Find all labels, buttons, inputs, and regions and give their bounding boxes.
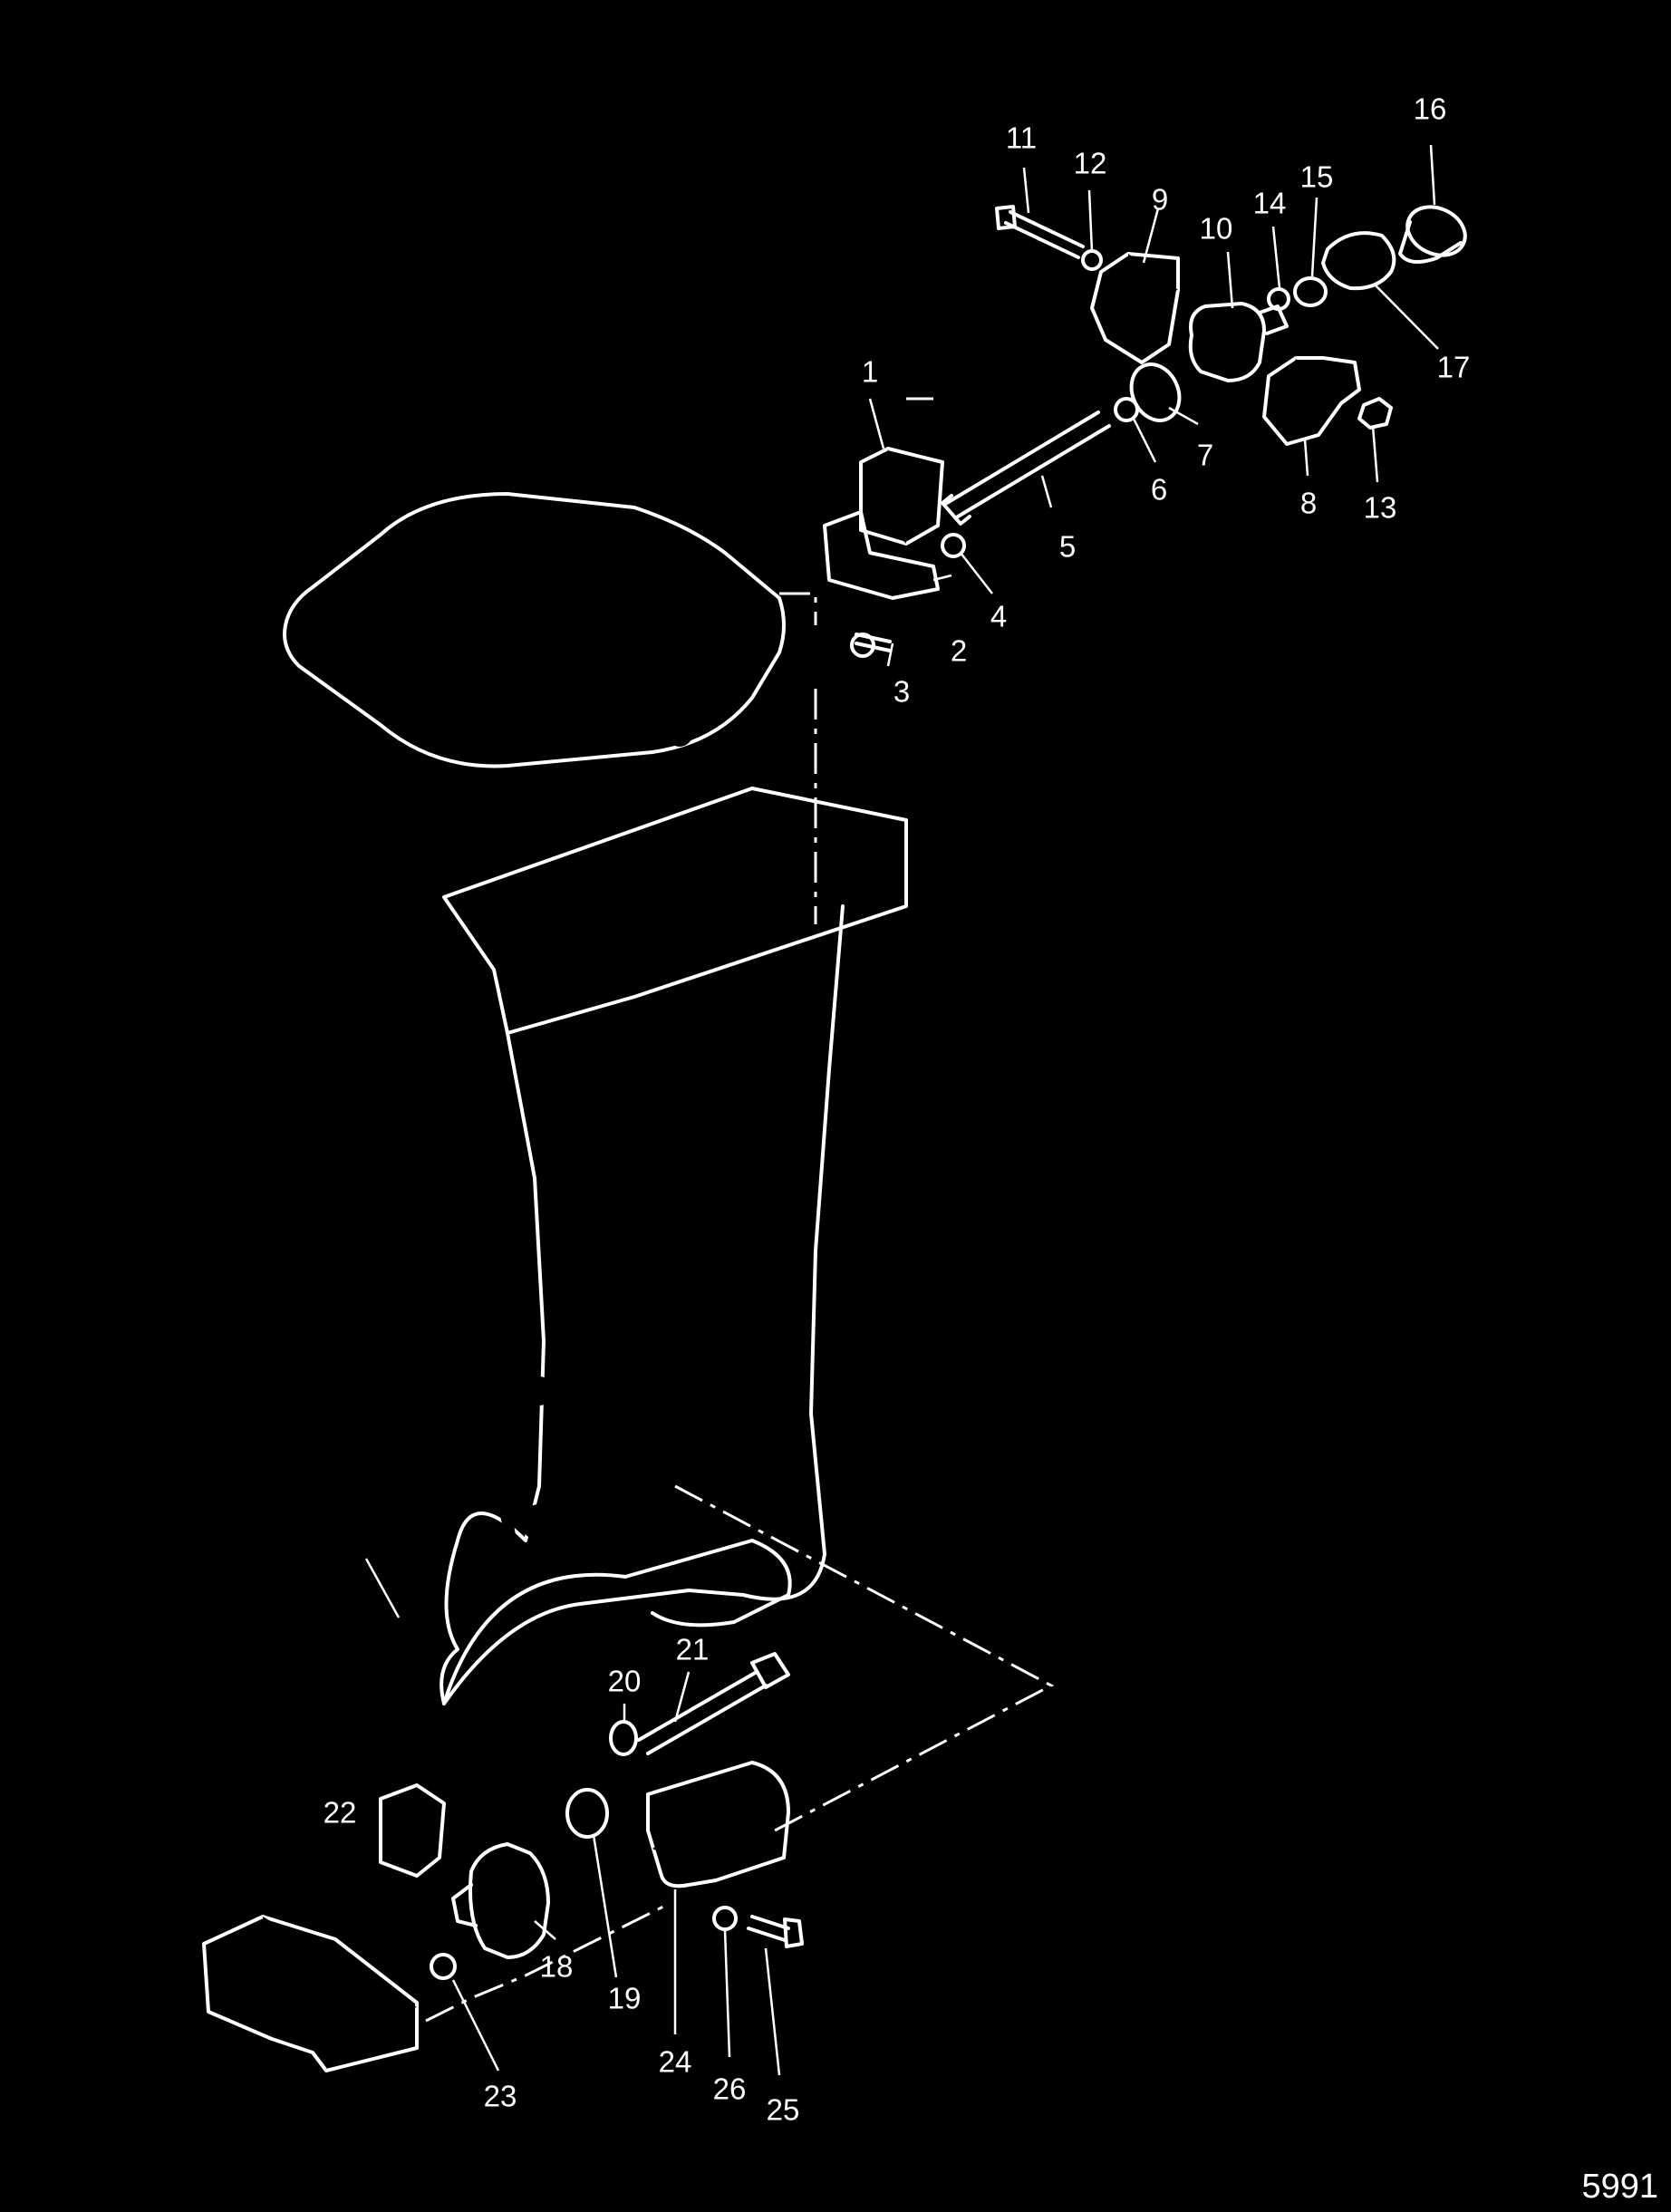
part-18-rubber-mount <box>451 1842 550 1959</box>
callout-17: 17 <box>1437 351 1471 384</box>
part-17-clamp <box>1321 231 1396 291</box>
top-cowl-adapter <box>283 492 786 768</box>
part-26-washer <box>712 1906 738 1931</box>
part-12-washer <box>1081 249 1103 271</box>
part-21-bolt <box>637 1652 790 1755</box>
figure-number: 5991 <box>1581 2168 1658 2206</box>
lower-side-bracket <box>202 1915 419 2072</box>
callout-23: 23 <box>484 2080 517 2113</box>
callout-19: 19 <box>608 1982 642 2015</box>
part-2-bracket-base <box>823 510 940 600</box>
callout-15: 15 <box>1300 160 1334 194</box>
callout-24: 24 <box>659 2045 692 2079</box>
callout-8: 8 <box>1300 487 1317 520</box>
callout-18: 18 <box>540 1950 574 1984</box>
callout-7: 7 <box>1197 439 1213 472</box>
part-23-washer <box>430 1953 457 1980</box>
driveshaft-housing <box>439 787 908 1705</box>
callout-26: 26 <box>713 2072 747 2106</box>
part-3-bolt <box>850 633 892 658</box>
callout-5: 5 <box>1059 530 1076 564</box>
callout-11: 11 <box>1006 121 1037 155</box>
part-5-through-bolt <box>941 411 1111 526</box>
centerline-lower <box>674 1484 1055 1832</box>
callout-21: 21 <box>676 1633 710 1666</box>
callout-4: 4 <box>990 600 1007 633</box>
part-11-bolt <box>995 205 1085 259</box>
callout-labels: 1 2 3 4 5 6 7 8 9 10 11 12 13 14 15 16 1… <box>324 92 1471 2127</box>
callout-22: 22 <box>324 1796 357 1830</box>
callout-16: 16 <box>1414 92 1447 126</box>
callout-25: 25 <box>767 2093 800 2127</box>
part-13-nut <box>1357 397 1393 430</box>
centerline-upper <box>779 397 933 924</box>
part-22-retainer <box>379 1783 446 1878</box>
callout-6: 6 <box>1151 473 1167 507</box>
callout-20: 20 <box>608 1665 642 1698</box>
part-20-washer <box>609 1720 638 1756</box>
callout-13: 13 <box>1364 491 1397 525</box>
part-10-rubber-mount <box>1188 302 1289 382</box>
callout-3: 3 <box>893 675 910 709</box>
part-14-washer <box>1267 287 1290 311</box>
callout-10: 10 <box>1200 212 1233 246</box>
part-19-washer <box>565 1788 609 1839</box>
part-25-bolt <box>747 1915 804 1948</box>
callout-1: 1 <box>862 355 878 389</box>
part-24-mount-housing <box>646 1761 790 1888</box>
part-1-bracket <box>859 447 944 546</box>
part-4-nut <box>941 533 966 558</box>
part-16-cap <box>1398 205 1467 264</box>
part-9-mount-housing <box>1090 252 1180 364</box>
part-8-retainer <box>1262 356 1361 446</box>
callout-12: 12 <box>1074 147 1107 180</box>
callout-14: 14 <box>1253 187 1287 220</box>
part-15-bushing <box>1293 276 1328 307</box>
callout-9: 9 <box>1152 183 1168 217</box>
part-7-plate-washer <box>1129 362 1182 422</box>
leader-lines <box>364 144 1439 2076</box>
callout-2: 2 <box>951 634 967 668</box>
